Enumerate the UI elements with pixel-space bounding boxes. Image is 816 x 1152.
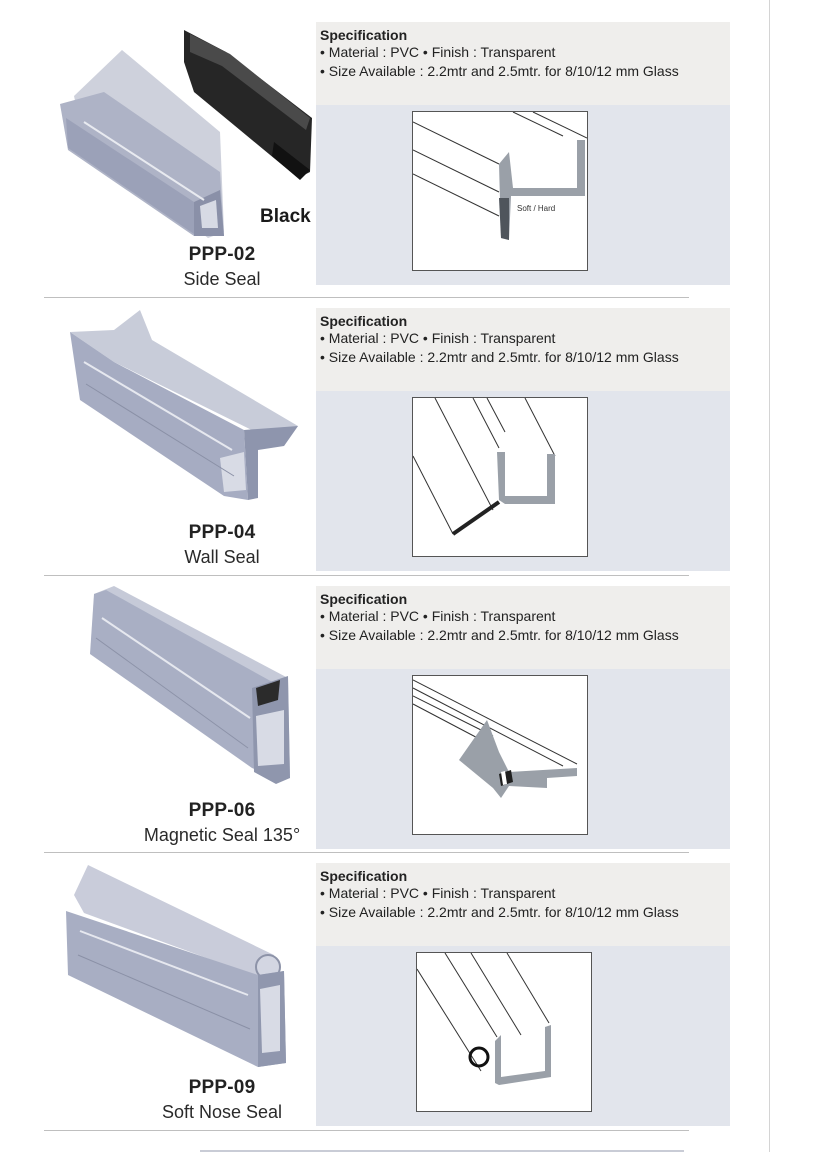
spec-panel: Specification • Material : PVC • Finish … bbox=[316, 863, 730, 946]
diagram-panel bbox=[316, 391, 730, 571]
section-divider bbox=[44, 297, 689, 298]
spec-title: Specification bbox=[320, 27, 408, 43]
product-name: Wall Seal bbox=[184, 547, 260, 567]
cross-section-diagram: Soft / Hard bbox=[412, 111, 588, 271]
color-label: Black bbox=[260, 206, 311, 227]
diagram-panel bbox=[316, 946, 730, 1126]
diagram-panel: Soft / Hard bbox=[316, 105, 730, 285]
product-ppp-06: PPP-06 Magnetic Seal 135° Specification … bbox=[44, 578, 730, 854]
page-right-rule bbox=[769, 0, 770, 1152]
cross-section-diagram bbox=[416, 952, 592, 1112]
spec-panel: Specification • Material : PVC • Finish … bbox=[316, 586, 730, 669]
spec-title: Specification bbox=[320, 313, 408, 329]
spec-title: Specification bbox=[320, 591, 408, 607]
diagram-panel bbox=[316, 669, 730, 849]
product-code: PPP-02 bbox=[188, 244, 256, 265]
spec-material-finish: • Material : PVC • Finish : Transparent bbox=[320, 44, 556, 60]
product-code: PPP-06 bbox=[188, 800, 256, 821]
product-ppp-04: PPP-04 Wall Seal Specification • Materia… bbox=[44, 300, 730, 576]
product-photo bbox=[44, 578, 314, 854]
spec-material-finish: • Material : PVC • Finish : Transparent bbox=[320, 330, 556, 346]
cross-section-diagram bbox=[412, 675, 588, 835]
product-photo bbox=[44, 22, 314, 298]
product-name: Soft Nose Seal bbox=[161, 1102, 283, 1122]
cross-section-diagram bbox=[412, 397, 588, 557]
spec-title: Specification bbox=[320, 868, 408, 884]
spec-size: • Size Available : 2.2mtr and 2.5mtr. fo… bbox=[320, 627, 679, 643]
spec-panel: Specification • Material : PVC • Finish … bbox=[316, 22, 730, 105]
spec-size: • Size Available : 2.2mtr and 2.5mtr. fo… bbox=[320, 349, 679, 365]
section-divider bbox=[44, 852, 689, 853]
product-code: PPP-09 bbox=[188, 1077, 256, 1098]
product-name: Magnetic Seal 135° bbox=[143, 825, 301, 845]
spec-size: • Size Available : 2.2mtr and 2.5mtr. fo… bbox=[320, 904, 679, 920]
spec-panel: Specification • Material : PVC • Finish … bbox=[316, 308, 730, 391]
section-divider bbox=[44, 1130, 689, 1131]
product-name: Side Seal bbox=[183, 269, 261, 289]
product-code: PPP-04 bbox=[188, 522, 256, 543]
spec-size: • Size Available : 2.2mtr and 2.5mtr. fo… bbox=[320, 63, 679, 79]
spec-material-finish: • Material : PVC • Finish : Transparent bbox=[320, 885, 556, 901]
product-ppp-02: Black PPP-02 Side Seal Specification • M… bbox=[44, 22, 730, 298]
product-ppp-09: PPP-09 Soft Nose Seal Specification • Ma… bbox=[44, 855, 730, 1131]
section-divider bbox=[44, 575, 689, 576]
diagram-label: Soft / Hard bbox=[517, 204, 556, 213]
product-photo bbox=[44, 855, 314, 1131]
next-section-edge bbox=[200, 1150, 684, 1152]
product-photo bbox=[44, 300, 314, 576]
spec-material-finish: • Material : PVC • Finish : Transparent bbox=[320, 608, 556, 624]
